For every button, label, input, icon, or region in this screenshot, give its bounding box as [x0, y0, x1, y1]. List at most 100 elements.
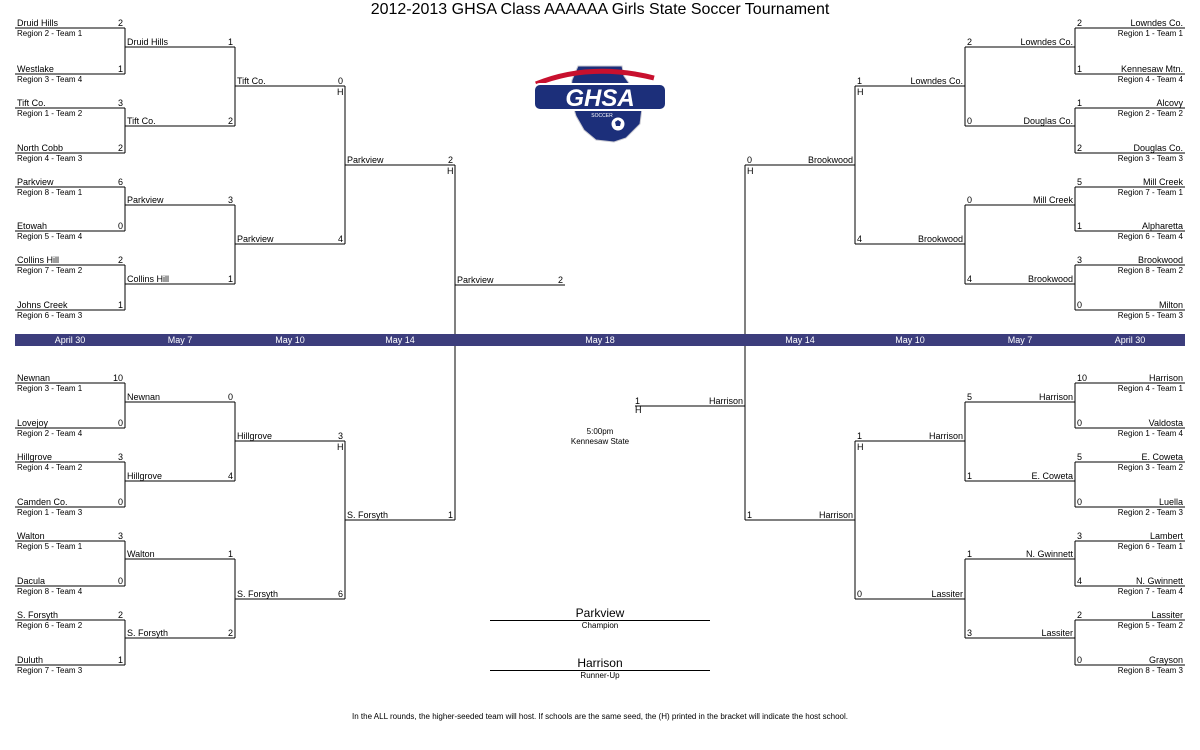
team-name: Hillgrove	[127, 471, 163, 481]
team-name: Johns Creek	[17, 300, 68, 310]
team-name: Harrison	[928, 431, 963, 441]
score: 2	[227, 628, 233, 638]
seed-label: Region 4 - Team 3	[17, 154, 83, 163]
final-right-team: Harrison	[708, 396, 743, 406]
team-name: Druid Hills	[17, 18, 59, 28]
team-name: Newnan	[17, 373, 51, 383]
seed-label: Region 1 - Team 2	[17, 109, 83, 118]
seed-label: Region 4 - Team 1	[1117, 384, 1183, 393]
team-name: Tift Co.	[127, 116, 156, 126]
team-name: Walton	[17, 531, 45, 541]
final-left-team: Parkview	[457, 275, 494, 285]
date-label: May 10	[895, 335, 925, 345]
seed-label: Region 3 - Team 1	[17, 384, 83, 393]
score: 3	[967, 628, 973, 638]
seed-label: Region 6 - Team 3	[17, 311, 83, 320]
seed-label: Region 1 - Team 1	[1117, 29, 1183, 38]
score: 0	[337, 76, 343, 86]
team-name: Tift Co.	[237, 76, 266, 86]
team-name: E. Coweta	[1141, 452, 1183, 462]
footnote: In the ALL rounds, the higher-seeded tea…	[352, 712, 848, 721]
host-mark: H	[857, 87, 864, 97]
date-label: May 14	[785, 335, 815, 345]
team-name: Grayson	[1148, 655, 1183, 665]
date-label: May 7	[1007, 335, 1033, 345]
team-name: Lassiter	[1041, 628, 1073, 638]
runner-up-line	[490, 670, 710, 671]
team-name: Duluth	[17, 655, 44, 665]
logo-subtext: SOCCER	[591, 113, 613, 119]
score: 6	[337, 589, 343, 599]
host-mark: H	[447, 166, 454, 176]
team-name: Collins Hill	[127, 274, 170, 284]
score: 2	[447, 155, 453, 165]
score: 0	[117, 576, 123, 586]
score: 0	[227, 392, 233, 402]
score: 0	[967, 195, 973, 205]
final-time: 5:00pm	[586, 427, 614, 436]
seed-label: Region 8 - Team 4	[17, 587, 83, 596]
seed-label: Region 5 - Team 3	[1117, 311, 1183, 320]
seed-label: Region 7 - Team 1	[1117, 188, 1183, 197]
team-name: Camden Co.	[17, 497, 68, 507]
score: 1	[117, 655, 123, 665]
team-name: Douglas Co.	[1133, 143, 1183, 153]
score: 2	[117, 18, 123, 28]
score: 4	[967, 274, 973, 284]
seed-label: Region 1 - Team 4	[1117, 429, 1183, 438]
logo-text: GHSA	[565, 85, 634, 112]
score: 4	[337, 234, 343, 244]
score: 1	[227, 274, 233, 284]
seed-label: Region 8 - Team 2	[1117, 266, 1183, 275]
score: 5	[967, 392, 973, 402]
score: 1	[857, 76, 863, 86]
host-mark: H	[337, 442, 344, 452]
score: 1	[117, 300, 123, 310]
score: 6	[117, 177, 123, 187]
team-name: S. Forsyth	[127, 628, 169, 638]
team-name: Lassiter	[931, 589, 963, 599]
host-mark: H	[857, 442, 864, 452]
score: 10	[112, 373, 123, 383]
team-name: S. Forsyth	[347, 510, 389, 520]
seed-label: Region 3 - Team 3	[1117, 154, 1183, 163]
team-name: Brookwood	[1137, 255, 1183, 265]
seed-label: Region 2 - Team 3	[1117, 508, 1183, 517]
score: 0	[117, 418, 123, 428]
score: 2	[117, 610, 123, 620]
score: 0	[967, 116, 973, 126]
score: 1	[227, 549, 233, 559]
score: 0	[1077, 418, 1083, 428]
team-name: Lambert	[1149, 531, 1183, 541]
date-label: May 10	[275, 335, 305, 345]
score: 0	[1077, 655, 1083, 665]
seed-label: Region 4 - Team 4	[1117, 75, 1183, 84]
score: 4	[1077, 576, 1083, 586]
team-name: Tift Co.	[17, 98, 46, 108]
team-name: N. Gwinnett	[1025, 549, 1073, 559]
score: 0	[1077, 497, 1083, 507]
team-name: Parkview	[17, 177, 54, 187]
seed-label: Region 7 - Team 3	[17, 666, 83, 675]
team-name: Collins Hill	[17, 255, 60, 265]
score: 1	[447, 510, 453, 520]
score: 1	[1077, 64, 1083, 74]
team-name: Brookwood	[917, 234, 963, 244]
score: 2	[227, 116, 233, 126]
date-label: May 7	[167, 335, 193, 345]
runner-up-label: Runner-Up	[580, 671, 620, 680]
score: 3	[1077, 255, 1083, 265]
ghsa-logo: GHSA SOCCER	[530, 56, 670, 146]
seed-label: Region 2 - Team 2	[1117, 109, 1183, 118]
score: 3	[337, 431, 343, 441]
score: 2	[117, 255, 123, 265]
team-name: Harrison	[818, 510, 853, 520]
score: 2	[1077, 610, 1083, 620]
score: 1	[747, 510, 753, 520]
score: 1	[1077, 221, 1083, 231]
team-name: Hillgrove	[17, 452, 53, 462]
score: 1	[1077, 98, 1083, 108]
score: 0	[117, 221, 123, 231]
